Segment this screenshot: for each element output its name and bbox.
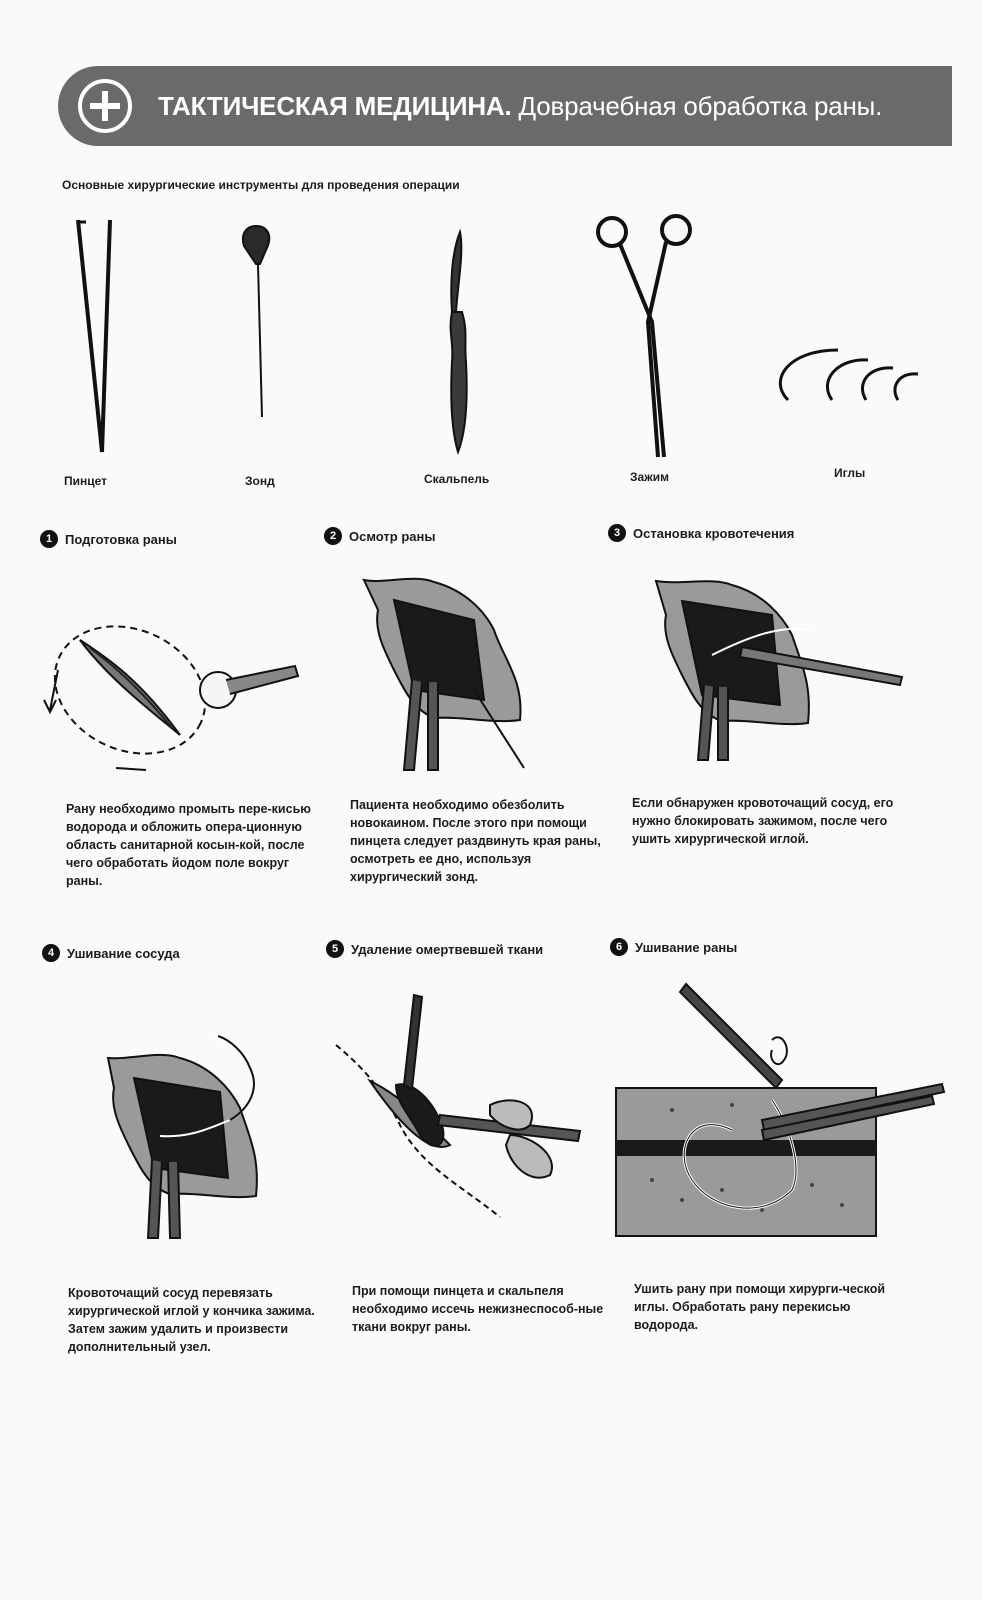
step-number: 1: [40, 530, 58, 548]
tweezers-icon: [62, 212, 132, 492]
step-number: 4: [42, 944, 60, 962]
wound-inspection-illustration: [354, 570, 544, 785]
step-number: 5: [326, 940, 344, 958]
step-description-1: Рану необходимо промыть пере-кисью водор…: [66, 802, 311, 888]
header-banner: ТАКТИЧЕСКАЯ МЕДИЦИНА. Доврачебная обрабо…: [58, 66, 952, 146]
dead-tissue-removal-illustration: [330, 985, 590, 1230]
instrument-label-needles: Иглы: [834, 466, 866, 480]
scalpel-icon: [440, 212, 480, 492]
instrument-label-scalpel: Скальпель: [424, 472, 490, 486]
step-number: 3: [608, 524, 626, 542]
vessel-suturing-illustration: [100, 1028, 280, 1253]
instrument-label-tweezers: Пинцет: [64, 474, 108, 488]
instrument-label-probe: Зонд: [245, 474, 275, 488]
probe-icon: [236, 212, 286, 492]
step-description-2: Пациента необходимо обезболить новокаино…: [350, 798, 601, 884]
clamp-icon: [592, 212, 702, 492]
page-title: ТАКТИЧЕСКАЯ МЕДИЦИНА. Доврачебная обрабо…: [158, 90, 883, 121]
step-description-4: Кровоточащий сосуд перевязать хирургичес…: [68, 1286, 315, 1354]
step-number: 6: [610, 938, 628, 956]
medical-plus-icon: [78, 79, 132, 133]
wound-suturing-illustration: [612, 980, 962, 1265]
step-description-3: Если обнаружен кровоточащий сосуд, его н…: [632, 796, 894, 846]
bleeding-control-illustration: [652, 575, 912, 780]
step-description-6: Ушить рану при помощи хирурги-ческой игл…: [634, 1282, 886, 1332]
instrument-label-clamp: Зажим: [630, 470, 669, 484]
wound-preparation-illustration: [30, 600, 320, 795]
needles-icon: [768, 330, 938, 420]
instruments-heading: Основные хирургические инструменты для п…: [62, 178, 460, 192]
step-description-5: При помощи пинцета и скальпеля необходим…: [352, 1284, 604, 1334]
step-number: 2: [324, 527, 342, 545]
